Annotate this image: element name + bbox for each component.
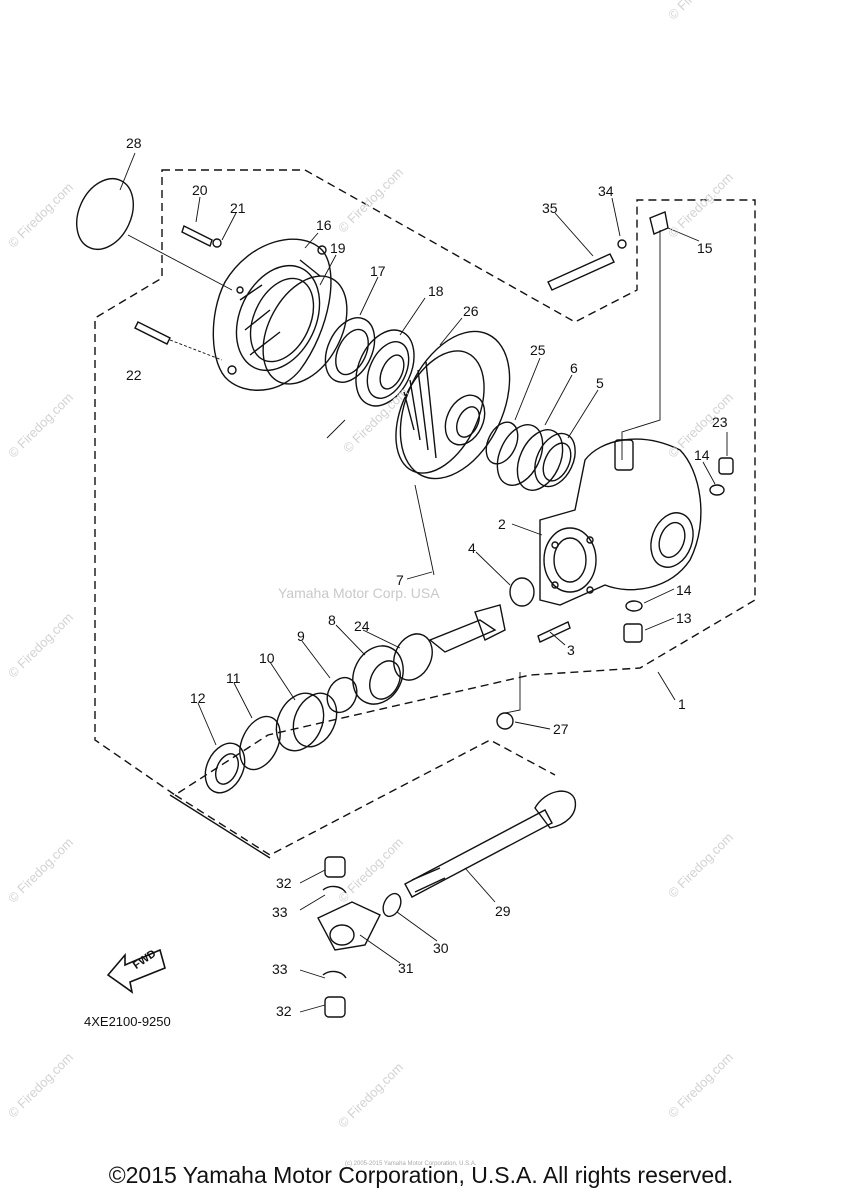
washer-21 (212, 238, 222, 248)
callout-23: 23 (712, 414, 728, 430)
copyright-footer: ©2015 Yamaha Motor Corporation, U.S.A. A… (108, 1162, 734, 1188)
bearing-cup-32-top (324, 856, 346, 878)
gear-case-1 (539, 438, 702, 606)
bushing-4 (509, 577, 535, 607)
callout-11: 11 (226, 670, 241, 686)
callout-33: 33 (272, 961, 288, 977)
callout-12: 12 (190, 690, 206, 706)
callout-10: 10 (259, 650, 275, 666)
callout-1: 1 (678, 696, 686, 712)
clip-34 (617, 239, 627, 249)
oil-seal-12 (204, 742, 246, 794)
ring-gear-26 (395, 330, 511, 480)
oil-seal-5 (534, 432, 576, 488)
bolt-20 (181, 225, 213, 247)
callout-7: 7 (396, 572, 404, 588)
callout-21: 21 (230, 200, 246, 216)
callout-30: 30 (433, 940, 449, 956)
callout-4: 4 (468, 540, 476, 556)
drive-shaft-29 (404, 790, 577, 898)
diagram-part-code: 4XE2100-9250 (84, 1014, 171, 1029)
ring-nut-10 (275, 692, 338, 752)
dashed-outline-lower (174, 739, 556, 856)
filler-plug-23 (718, 457, 734, 475)
o-ring-11 (239, 715, 281, 771)
bearing-8 (352, 645, 404, 705)
gasket-14b (709, 484, 725, 496)
rear-cover-16 (212, 238, 332, 391)
shim-24 (393, 633, 433, 681)
collar-9 (326, 676, 358, 714)
outline-lower-solid (169, 794, 271, 859)
pinion-gear-7 (428, 604, 506, 653)
callout-6: 6 (570, 360, 578, 376)
callout-20: 20 (192, 182, 208, 198)
callout-32: 32 (276, 875, 292, 891)
callout-14: 14 (676, 582, 692, 598)
bolt-22 (134, 321, 171, 345)
center-watermark: Yamaha Motor Corp. USA (278, 585, 440, 601)
callout-33: 33 (272, 904, 288, 920)
drain-plug-13 (623, 623, 643, 643)
callout-28: 28 (126, 135, 142, 151)
circlip-33-top (322, 885, 347, 894)
callout-15: 15 (697, 240, 713, 256)
stud-bolt-3 (537, 621, 571, 643)
callout-29: 29 (495, 903, 511, 919)
nut-27 (496, 712, 514, 730)
bearing-17 (324, 317, 376, 383)
callout-8: 8 (328, 612, 336, 628)
callout-2: 2 (498, 516, 506, 532)
o-ring-28 (76, 178, 134, 250)
universal-joint-31 (317, 901, 381, 951)
shim-25 (485, 421, 519, 465)
tiny-copyright: (c) 2005-2015 Yamaha Motor Corporation, … (345, 1161, 477, 1167)
fwd-arrow (106, 948, 166, 994)
callout-32: 32 (276, 1003, 292, 1019)
callout-35: 35 (542, 200, 558, 216)
callout-22: 22 (126, 367, 142, 383)
callout-17: 17 (370, 263, 386, 279)
callout-19: 19 (330, 240, 346, 256)
callout-27: 27 (553, 721, 569, 737)
bearing-cup-32-bottom (324, 996, 346, 1018)
callout-16: 16 (316, 217, 332, 233)
dashed-outline-upper (94, 169, 756, 796)
callout-13: 13 (676, 610, 692, 626)
callout-25: 25 (530, 342, 546, 358)
callout-14: 14 (694, 447, 710, 463)
callout-26: 26 (463, 303, 479, 319)
callout-3: 3 (567, 642, 575, 658)
breather-hose-35 (547, 253, 615, 291)
callout-34: 34 (598, 183, 614, 199)
callout-24: 24 (354, 618, 370, 634)
callout-5: 5 (596, 375, 604, 391)
circlip-33-bottom (322, 970, 347, 979)
callout-9: 9 (297, 628, 305, 644)
callout-18: 18 (428, 283, 444, 299)
bearing-race-6 (496, 424, 564, 491)
gasket-14 (625, 600, 643, 612)
circlip-30 (382, 892, 402, 918)
o-ring-19 (262, 275, 348, 385)
callout-31: 31 (398, 960, 414, 976)
